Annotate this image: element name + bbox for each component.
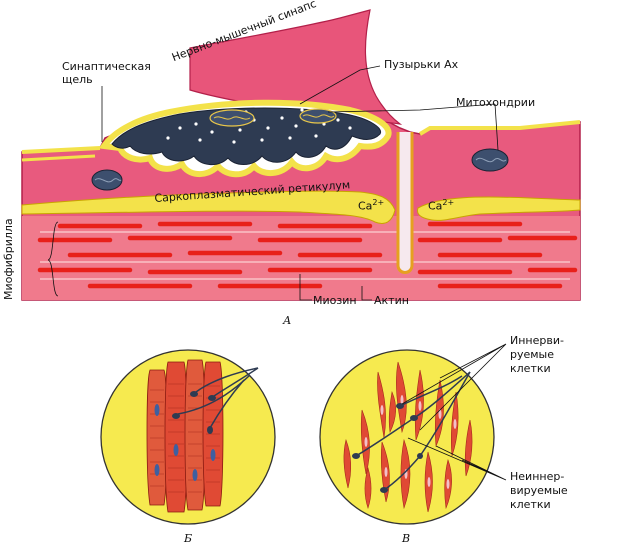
ca-right-symbol: Ca bbox=[428, 199, 443, 213]
mitochondria-label: Митохондрии bbox=[456, 96, 536, 109]
nerve-fibers-b bbox=[177, 367, 259, 429]
ach-vesicles-label: Пузырьки Ах bbox=[384, 58, 459, 71]
leader-mitochondria bbox=[327, 103, 499, 151]
innervated-label-line3: клетки bbox=[510, 362, 551, 375]
panel-b-diagram bbox=[100, 349, 276, 525]
synaptic-cleft-label-line1: Синаптическая bbox=[62, 60, 151, 73]
actin-label: Актин bbox=[374, 294, 409, 307]
nuclei-b bbox=[154, 404, 216, 481]
mitochondrion-right bbox=[471, 148, 509, 172]
leader-noninnervated bbox=[407, 437, 507, 481]
mitochondrion-terminal bbox=[299, 108, 337, 124]
myofibril-brace bbox=[47, 221, 59, 297]
noninnervated-label-line3: клетки bbox=[510, 498, 551, 511]
panel-b-caption: Б bbox=[184, 532, 193, 545]
noninnervated-label-line2: вируемые bbox=[510, 484, 568, 497]
sarcoplasmic-reticulum bbox=[21, 190, 396, 224]
panel-c-diagram bbox=[319, 343, 507, 525]
nerve-endings-c bbox=[352, 403, 423, 493]
ca-left-symbol: Ca bbox=[358, 199, 373, 213]
sarcolemma bbox=[21, 120, 581, 154]
ca-right-charge: 2+ bbox=[442, 198, 455, 207]
ca-label-right: Ca2+ bbox=[428, 196, 454, 213]
mitochondrion-nerve bbox=[209, 109, 255, 127]
ca-label-left: Ca2+ bbox=[358, 196, 384, 213]
leader-vesicles bbox=[299, 65, 381, 105]
smooth-muscle-nuclei bbox=[364, 395, 457, 489]
myofilaments bbox=[37, 221, 578, 289]
leader-innervated bbox=[401, 343, 507, 431]
ca-left-charge: 2+ bbox=[372, 198, 385, 207]
synaptic-cleft-label-line2: щель bbox=[62, 73, 93, 86]
mitochondrion-left bbox=[91, 169, 123, 191]
noninnervated-label-line1: Неиннер- bbox=[510, 470, 565, 483]
leader-myosin bbox=[299, 274, 312, 301]
t-tubule bbox=[396, 132, 414, 274]
leader-actin bbox=[361, 286, 372, 301]
myofibril-label: Миофибрилла bbox=[2, 218, 15, 300]
ach-vesicle-dots bbox=[166, 108, 352, 144]
innervated-label-line1: Иннерви- bbox=[510, 334, 564, 347]
panel-c-caption: В bbox=[402, 532, 411, 545]
motor-end-plates-b bbox=[172, 391, 216, 434]
panel-a-caption: А bbox=[283, 314, 292, 327]
innervated-label-line2: руемые bbox=[510, 348, 555, 361]
myosin-label: Миозин bbox=[313, 294, 357, 307]
panel-a-diagram bbox=[21, 9, 581, 301]
